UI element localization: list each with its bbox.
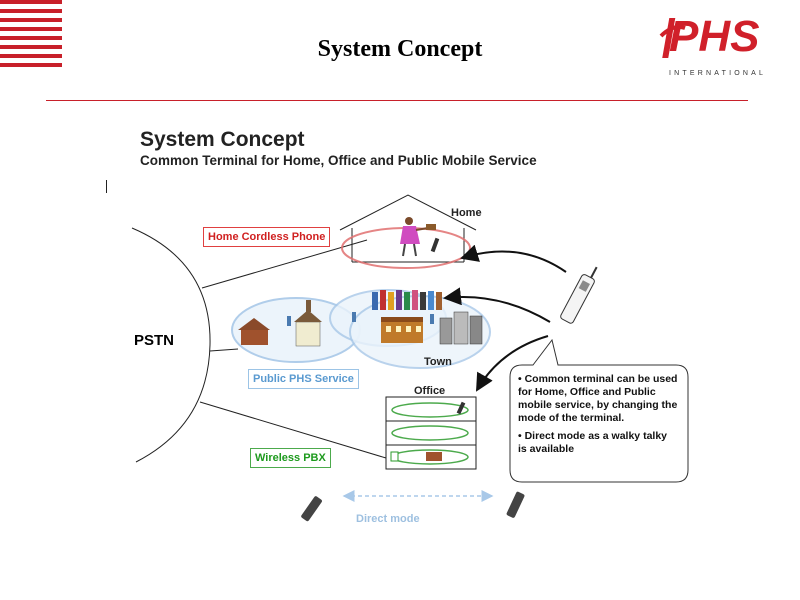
arrow-to-town	[443, 287, 551, 323]
town-buildings	[238, 290, 483, 347]
pstn-office-link	[199, 401, 387, 459]
arrow-to-office	[476, 335, 549, 392]
logo-subtext: INTERNATIONAL	[669, 70, 767, 77]
slide-title: System Concept	[317, 36, 483, 62]
title-divider	[46, 100, 748, 101]
direct-handset-left	[301, 496, 322, 522]
public-phs-label: Public PHS Service	[248, 369, 359, 389]
arrow-to-home	[460, 244, 567, 273]
mobile-terminal-icon	[560, 266, 598, 324]
office-building	[385, 396, 477, 470]
callout-point-2: • Direct mode as a walky talky is availa…	[518, 430, 667, 455]
phs-logo: PHS INTERNATIONAL	[655, 10, 780, 80]
pstn-network-shape	[131, 227, 211, 463]
pstn-label: PSTN	[134, 332, 175, 349]
logo-swoosh-icon	[659, 18, 686, 58]
logo-text: PHS	[669, 12, 760, 61]
home-label: Home	[451, 207, 482, 219]
direct-mode-label: Direct mode	[356, 513, 420, 525]
callout-text: • Common terminal can be used for Home, …	[518, 373, 678, 461]
home-cordless-label: Home Cordless Phone	[203, 227, 331, 247]
brand-stripes	[0, 0, 62, 72]
direct-handset-right	[506, 491, 525, 518]
home-house	[339, 194, 477, 269]
pstn-home-link	[201, 239, 368, 289]
pstn-town-link	[209, 348, 239, 352]
diagram-title: System Concept	[140, 128, 305, 151]
diagram-subtitle: Common Terminal for Home, Office and Pub…	[140, 153, 537, 168]
text-cursor-mark	[106, 180, 107, 193]
wireless-pbx-label: Wireless PBX	[250, 448, 331, 468]
callout-point-1: • Common terminal can be used for Home, …	[518, 373, 678, 424]
town-label: Town	[424, 356, 452, 368]
office-label: Office	[414, 385, 446, 397]
callout-bubble	[509, 338, 689, 483]
